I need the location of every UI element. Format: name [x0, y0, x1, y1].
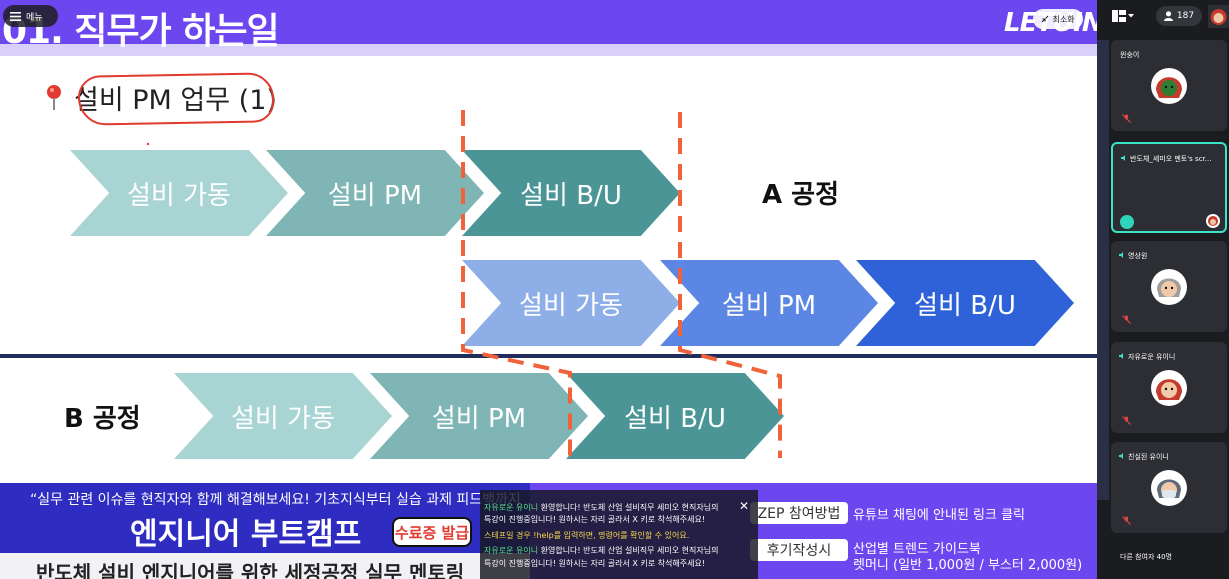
avatar	[1206, 214, 1220, 228]
mic-muted-icon	[1122, 114, 1131, 123]
slide-subtitle: 설비 PM 업무 (1)	[74, 85, 277, 116]
participant-tile[interactable]: 영상원	[1111, 241, 1227, 332]
menu-button[interactable]: 메뉴	[3, 5, 58, 27]
other-participants-label[interactable]: 다른 참여자 40명	[1120, 553, 1172, 561]
process-step: 설비 가동	[462, 260, 680, 346]
pin-icon	[47, 85, 61, 110]
avatar	[1151, 470, 1187, 506]
avatar	[1151, 370, 1187, 406]
chat-text: 특강이 진행중입니다! 원하시는 자리 골라서 X 키로 착석해주세요!	[484, 515, 706, 524]
process-step-label: 설비 PM	[721, 290, 817, 321]
audio-wave-icon	[1120, 215, 1134, 229]
chat-message: 스테프일 경우 !help를 입력하면, 명령어를 확인할 수 있어요.	[484, 530, 689, 541]
process-b-label: B 공정	[64, 404, 141, 434]
chevron-down-icon	[1128, 14, 1134, 18]
self-avatar[interactable]	[1208, 5, 1229, 28]
menu-label: 메뉴	[26, 12, 43, 23]
review-reward-line1: 산업별 트렌드 가이드북	[853, 542, 981, 557]
participant-tile[interactable]: 윈숭이	[1111, 40, 1227, 131]
participant-name: 친실된 유이니	[1128, 453, 1169, 461]
process-step-label: 설비 PM	[431, 403, 527, 434]
participant-name: 영상원	[1128, 252, 1148, 260]
slide-header-strip	[0, 44, 1097, 56]
shared-slide: 01. 직무가 하는일 LETUIN 설비 PM 업무 (1) 설비 가동 설비…	[0, 0, 1097, 579]
chat-close-icon[interactable]: ✕	[738, 499, 750, 513]
banner-quote: “실무 관련 이슈를 현직자와 함께 해결해보세요! 기초지식부터 실습 과제 …	[30, 492, 521, 508]
chat-text: 특강이 진행중입니다! 원하시는 자리 골라서 X 키로 착석해주세요!	[484, 559, 706, 568]
person-icon	[1163, 11, 1173, 21]
process-a-label: A 공정	[762, 180, 840, 210]
slide-header	[0, 0, 1097, 44]
hamburger-icon	[10, 11, 21, 21]
process-step-label: 설비 B/U	[624, 403, 726, 434]
review-reward-line2: 렛머니 (일반 1,000원 / 부스터 2,000원)	[853, 558, 1083, 573]
speaker-icon	[1119, 353, 1123, 359]
layout-icon	[1112, 10, 1126, 22]
process-step-label: 설비 가동	[519, 290, 623, 321]
process-step-label: 설비 가동	[127, 180, 231, 211]
minimize-button[interactable]: 최소화	[1033, 9, 1083, 29]
participant-tile[interactable]: 친실된 유이니	[1111, 442, 1227, 533]
shrink-icon	[1042, 15, 1049, 23]
section-divider	[0, 354, 1097, 358]
process-step-label: 설비 B/U	[520, 180, 622, 211]
zep-guide-text: 유튜브 채팅에 안내된 링크 클릭	[853, 508, 1026, 523]
process-step-label: 설비 B/U	[914, 290, 1016, 321]
chat-text: 환영합니다! 반도체 산업 설비직무 세미오 현직자님의	[540, 503, 719, 512]
chat-message: 자유로운 유이니 환영합니다! 반도체 산업 설비직무 세미오 현직자님의	[484, 545, 718, 556]
chat-text: 환영합니다! 반도체 산업 설비직무 세미오 현직자님의	[540, 546, 719, 555]
chat-message: 자유로운 유이니 환영합니다! 반도체 산업 설비직무 세미오 현직자님의	[484, 502, 718, 513]
participant-name: 자유로운 유이니	[1128, 353, 1176, 361]
process-step-label: 설비 가동	[231, 403, 335, 434]
mic-muted-icon	[1122, 416, 1131, 425]
chat-sender: 자유로운 유이니	[484, 503, 539, 512]
participant-count-value: 187	[1176, 11, 1195, 21]
review-tag: 후기작성시	[750, 539, 848, 561]
mic-muted-icon	[1122, 516, 1131, 525]
avatar	[1151, 269, 1187, 305]
avatar	[1151, 68, 1187, 104]
dashed-highlight-annotation	[146, 110, 782, 458]
chat-message: 특강이 진행중입니다! 원하시는 자리 골라서 X 키로 착석해주세요!	[484, 558, 705, 569]
speaker-icon	[1121, 155, 1125, 161]
speaker-icon	[1119, 252, 1123, 258]
zep-guide-tag: ZEP 참여방법	[750, 502, 848, 524]
certificate-badge: 수료증 발급	[392, 517, 472, 547]
banner-title: 엔지니어 부트캠프	[130, 517, 362, 552]
speaker-icon	[1119, 453, 1123, 459]
minimize-label: 최소화	[1052, 14, 1075, 24]
chat-overlay[interactable]: 자유로운 유이니 환영합니다! 반도체 산업 설비직무 세미오 현직자님의 특강…	[480, 490, 758, 579]
participant-name: 윈숭이	[1120, 51, 1140, 59]
participant-tile[interactable]: 자유로운 유이니	[1111, 342, 1227, 433]
process-step-label: 설비 PM	[327, 180, 423, 211]
mic-muted-icon	[1122, 315, 1131, 324]
chat-message: 특강이 진행중입니다! 원하시는 자리 골라서 X 키로 착석해주세요!	[484, 514, 705, 525]
participant-count[interactable]: 187	[1156, 6, 1202, 26]
process-step: 설비 B/U	[566, 373, 784, 459]
chat-text: 스테프일 경우 !help를 입력하면, 명령어를 확인할 수 있어요.	[484, 531, 690, 540]
chat-sender: 자유로운 유이니	[484, 546, 539, 555]
banner-lower-strip	[0, 553, 530, 579]
game-map-sliver	[1097, 40, 1109, 500]
banner-lower-text: 반도체 설비 엔지니어를 위한 세정공정 실무 멘토링	[36, 561, 465, 579]
participant-name: 반도체_세미오 멘토's scr...	[1130, 155, 1212, 163]
participant-tile[interactable]: 반도체_세미오 멘토's scr...	[1111, 142, 1227, 233]
layout-toggle-button[interactable]	[1112, 7, 1144, 25]
